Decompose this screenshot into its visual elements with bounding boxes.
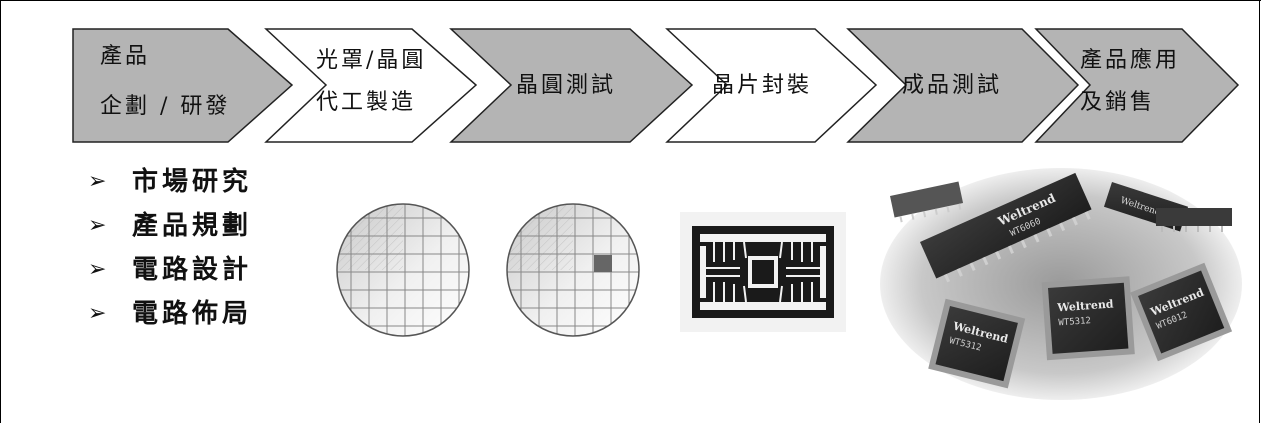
step-label-plan-line2: 企劃 / 研發 bbox=[100, 94, 231, 119]
list-item-text: 電路佈局 bbox=[132, 299, 253, 329]
step-label-packaging: 晶片封裝 bbox=[712, 73, 813, 98]
list-item: ➢ 電路設計 bbox=[88, 248, 252, 292]
selected-die bbox=[594, 255, 612, 272]
step-label-plan-line1: 產品 bbox=[100, 44, 151, 69]
design-tasks-list: ➢ 市場研究 ➢ 產品規劃 ➢ 電路設計 ➢ 電路佈局 bbox=[88, 160, 252, 336]
step-label-wafer-test: 晶圓測試 bbox=[516, 73, 617, 98]
step-shape-final-test bbox=[846, 28, 1080, 143]
left-border bbox=[0, 0, 1, 423]
chip-marking: Weltrend bbox=[1056, 297, 1114, 314]
top-border bbox=[0, 0, 1261, 1]
step-label-application-line1: 產品應用 bbox=[1080, 48, 1181, 73]
right-border bbox=[1259, 0, 1260, 423]
list-item-text: 市場研究 bbox=[132, 167, 253, 197]
step-shape-plan bbox=[72, 28, 294, 143]
arrow-bullet-icon: ➢ bbox=[88, 169, 107, 194]
list-item-text: 產品規劃 bbox=[132, 211, 253, 241]
step-label-application-line2: 及銷售 bbox=[1080, 90, 1156, 115]
step-shape-packaging bbox=[665, 28, 878, 143]
arrow-bullet-icon: ➢ bbox=[88, 301, 107, 326]
step-shape-fab bbox=[264, 28, 478, 143]
lead-frame-image bbox=[680, 212, 846, 332]
tested-wafer-image bbox=[506, 203, 640, 337]
step-label-final-test: 成品測試 bbox=[902, 73, 1003, 98]
list-item: ➢ 電路佈局 bbox=[88, 292, 252, 336]
arrow-bullet-icon: ➢ bbox=[88, 213, 107, 238]
list-item: ➢ 市場研究 bbox=[88, 160, 252, 204]
list-item: ➢ 產品規劃 bbox=[88, 204, 252, 248]
process-flow bbox=[72, 28, 1240, 143]
step-label-fab-line1: 光罩/晶圓 bbox=[316, 48, 427, 73]
step-label-fab-line2: 代工製造 bbox=[316, 90, 417, 115]
wafer-image bbox=[336, 203, 470, 337]
step-shape-application bbox=[1034, 28, 1240, 143]
step-shape-wafer-test bbox=[449, 28, 694, 143]
chip-marking: WT5312 bbox=[1058, 316, 1091, 328]
packaged-chips-photo: Weltrend Weltrend WT6060 Weltrend WT5312… bbox=[880, 168, 1242, 400]
arrow-bullet-icon: ➢ bbox=[88, 257, 107, 282]
list-item-text: 電路設計 bbox=[132, 255, 253, 285]
